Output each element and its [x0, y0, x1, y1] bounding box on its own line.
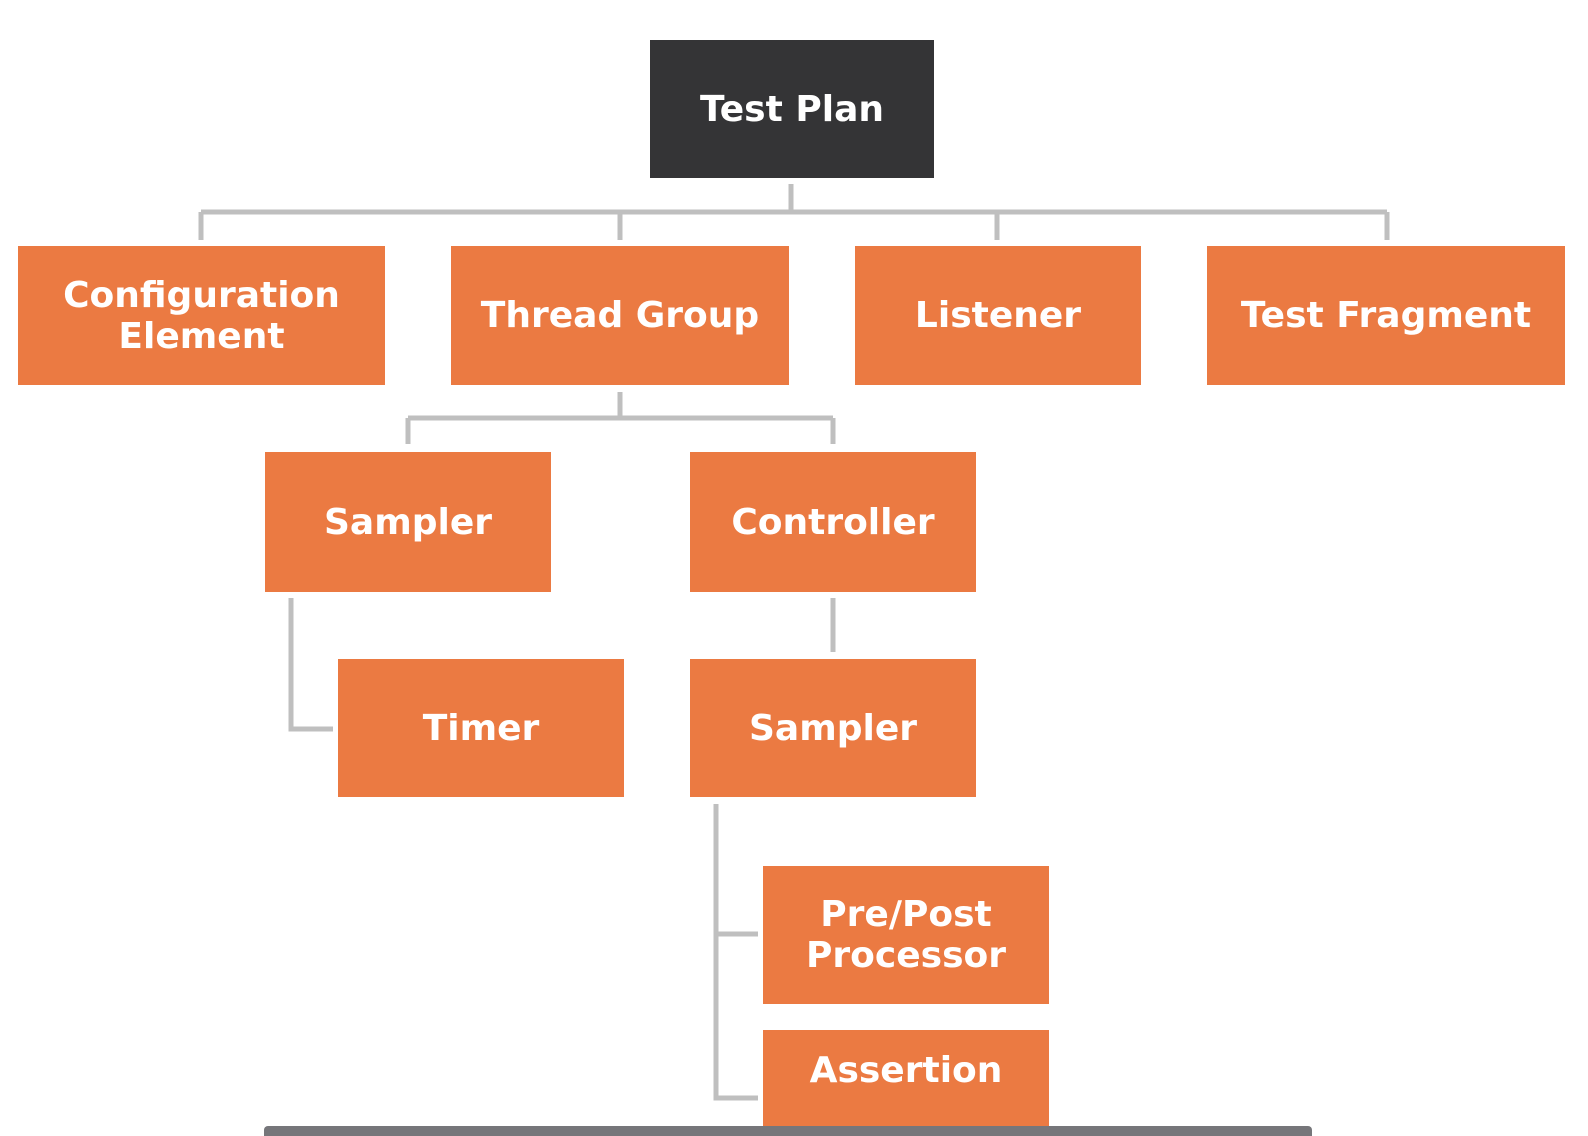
pre-post-processor-label: Pre/Post Processor	[806, 894, 1006, 976]
sampler-box: Sampler	[265, 452, 551, 592]
connector-sampler-timer	[288, 598, 333, 732]
connector-sampler-children	[713, 804, 758, 1101]
test-fragment-label: Test Fragment	[1240, 295, 1532, 336]
test-fragment-box: Test Fragment	[1207, 246, 1565, 385]
timer-label: Timer	[422, 707, 540, 749]
thread-group-box: Thread Group	[451, 246, 789, 385]
controller-box: Controller	[690, 452, 976, 592]
assertion-box: Assertion	[763, 1030, 1049, 1134]
video-progress-bar[interactable]	[264, 1126, 1312, 1136]
configuration-element-box: Configuration Element	[18, 246, 385, 385]
configuration-element-label: Configuration Element	[63, 274, 340, 357]
timer-box: Timer	[338, 659, 624, 797]
controller-sampler-box: Sampler	[690, 659, 976, 797]
controller-sampler-label: Sampler	[748, 707, 917, 749]
test-plan-label: Test Plan	[699, 88, 884, 130]
controller-label: Controller	[731, 501, 935, 543]
listener-box: Listener	[855, 246, 1141, 385]
thread-group-label: Thread Group	[480, 295, 760, 336]
sampler-label: Sampler	[323, 501, 492, 543]
pre-post-processor-box: Pre/Post Processor	[763, 866, 1049, 1004]
assertion-label: Assertion	[809, 1050, 1003, 1091]
test-plan-box: Test Plan	[650, 40, 934, 178]
listener-label: Listener	[914, 295, 1082, 336]
